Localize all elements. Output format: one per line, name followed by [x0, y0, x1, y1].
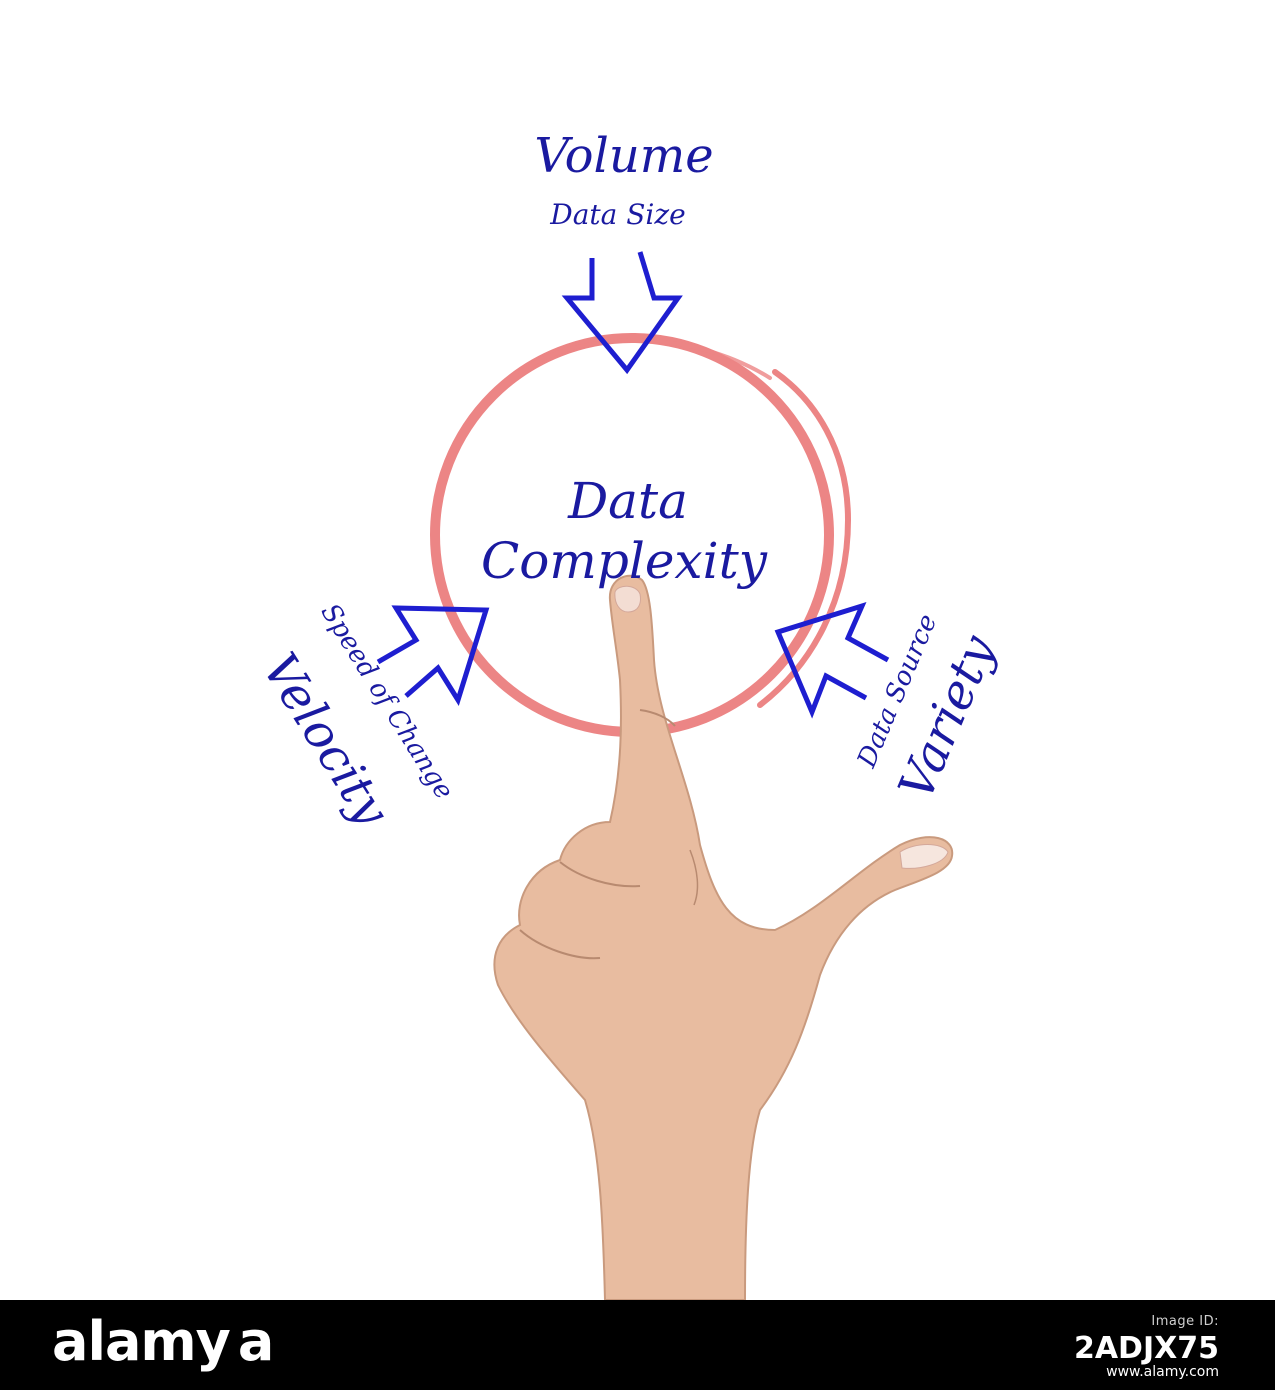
arrow-up-left-icon: [774, 601, 890, 719]
arrow-down-icon: [561, 251, 683, 375]
volume-subtitle: Data Size: [549, 198, 685, 231]
image-id-value: 2ADJX75: [1073, 1331, 1219, 1366]
image-id-block: Image ID: 2ADJX75: [1074, 1314, 1219, 1366]
image-id-label: Image ID:: [1151, 1314, 1219, 1329]
pointing-hand: [493, 574, 954, 1300]
site-url: www.alamy.com: [1106, 1364, 1219, 1380]
center-title-line1: Data: [567, 472, 688, 530]
brand-logo-part-a: alamy: [52, 1310, 231, 1373]
brand-logo-part-b: a: [237, 1310, 274, 1373]
arrow-up-right-icon: [376, 605, 490, 706]
volume-title: Volume: [534, 128, 713, 184]
diagram-canvas: Data Complexity Volume Data Size Velocit…: [251, 128, 1007, 1300]
center-title-line2: Complexity: [481, 532, 768, 590]
